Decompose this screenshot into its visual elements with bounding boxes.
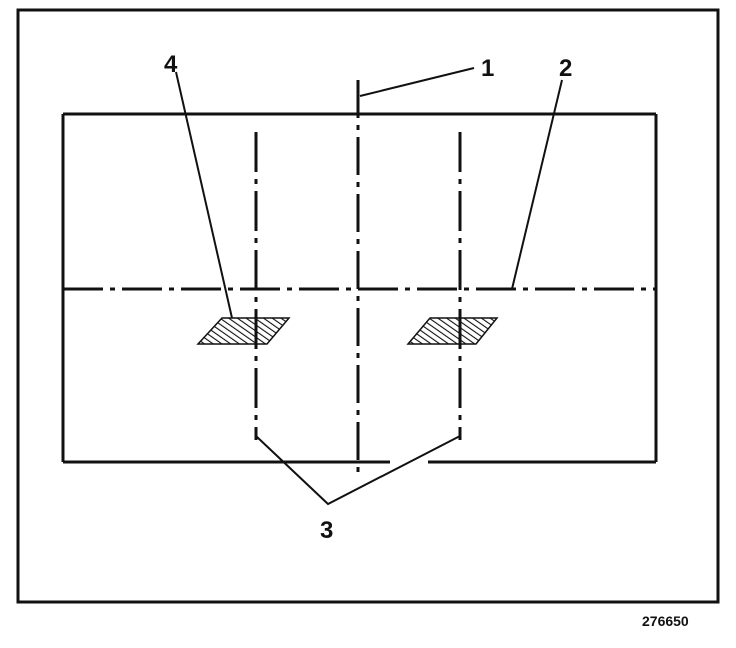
callout-1: 1 bbox=[481, 55, 494, 82]
right-hatched-pad bbox=[406, 317, 499, 345]
leader-lines bbox=[175, 67, 563, 506]
callout-2: 2 bbox=[559, 55, 572, 82]
callout-3: 3 bbox=[320, 517, 333, 544]
left-hatched-pad bbox=[196, 317, 291, 345]
callout-4: 4 bbox=[164, 51, 178, 78]
figure-id: 276650 bbox=[642, 613, 689, 629]
outer-frame bbox=[16, 8, 720, 604]
